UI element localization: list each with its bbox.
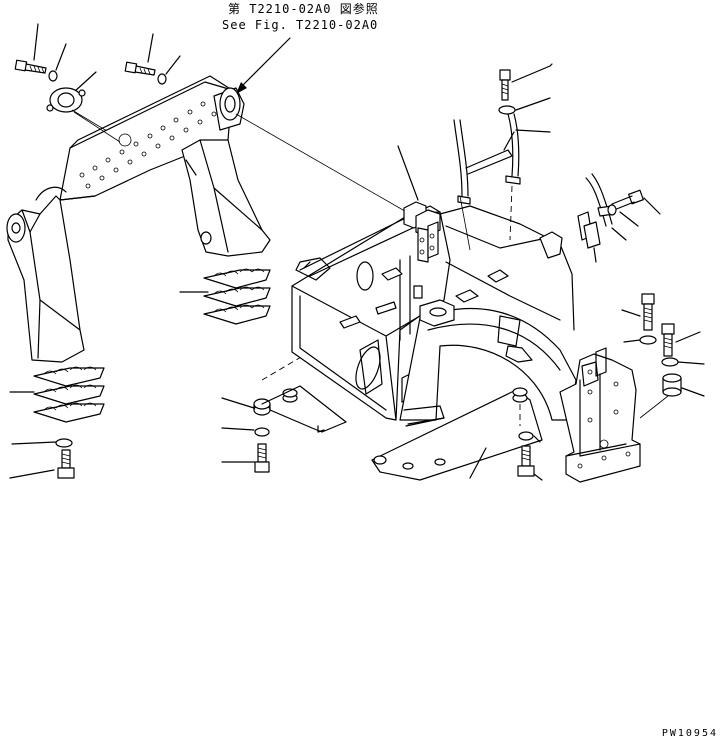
bolt-center (221, 443, 270, 473)
bolt-right-2 (661, 323, 701, 357)
bolt-upper-center (124, 33, 156, 76)
bolt-lower-left (9, 449, 75, 479)
figure-reference-english: See Fig. T2210-02A0 (222, 18, 379, 32)
bottom-cover (371, 387, 543, 481)
bolt-right-1 (621, 293, 655, 331)
washer-right-2 (661, 357, 705, 367)
handrail (453, 113, 551, 251)
washer-center (221, 427, 270, 437)
washer-right-1 (623, 335, 657, 345)
bolt-step-bracket (607, 189, 661, 227)
washer-lower-left (11, 438, 73, 448)
bolt-bottom (517, 445, 543, 481)
step-bracket (577, 173, 627, 263)
figure-reference-japanese: 第 T2210-02A0 図参照 (228, 2, 379, 16)
leader-lines (397, 63, 553, 201)
bolt-upper-left (14, 23, 47, 74)
reference-arrow (236, 37, 291, 94)
washer-bottom (518, 431, 541, 443)
washer-upper-left (48, 43, 67, 82)
washer-top-right (498, 97, 551, 115)
drawing-code: PW10954 (661, 728, 718, 739)
main-frame (291, 201, 641, 483)
mount-center-left (221, 388, 298, 416)
washer-upper-center (157, 55, 181, 85)
shim-plates-lower (9, 366, 105, 423)
cap-plug (46, 71, 123, 141)
spacer-right (639, 373, 705, 419)
arch-frame (6, 75, 411, 363)
shim-plates-upper (179, 268, 271, 325)
bolt-top-right (499, 65, 551, 101)
